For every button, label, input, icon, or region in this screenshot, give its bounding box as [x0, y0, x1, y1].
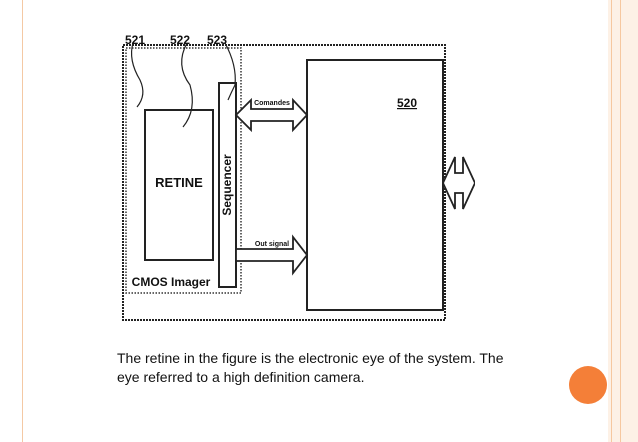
cmos-imager-box — [125, 47, 242, 294]
caption-line-1: The retine in the figure is the electron… — [117, 350, 504, 366]
ref-523: 523 — [207, 33, 227, 47]
orange-circle-decoration — [569, 366, 607, 404]
leader-line-522 — [181, 42, 193, 128]
right-decorative-band — [608, 0, 638, 442]
right-band-line — [611, 0, 612, 442]
sequencer-label: Sequencer — [220, 154, 234, 216]
comandes-label: Comandes — [254, 100, 290, 107]
cmos-imager-label: CMOS Imager — [132, 275, 211, 289]
external-interface-arrow — [442, 156, 476, 210]
ref-521: 521 — [125, 33, 145, 47]
ref-520: 520 — [397, 96, 417, 110]
retine-box — [144, 109, 214, 261]
out-signal-arrow — [235, 234, 309, 276]
block-520-box — [306, 59, 444, 311]
leader-line-523 — [224, 42, 236, 101]
leader-line-521 — [130, 42, 144, 108]
patent-diagram: 521 522 523 520 RETINE Sequencer CMOS Im… — [95, 25, 476, 335]
ref-522: 522 — [170, 33, 190, 47]
caption-line-2: eye referred to a high definition camera… — [117, 369, 365, 385]
right-band-line — [620, 0, 621, 442]
out-signal-label: Out signal — [255, 241, 289, 248]
sequencer-box — [218, 82, 237, 288]
comandes-arrow — [234, 97, 309, 133]
retine-label: RETINE — [155, 175, 203, 190]
caption-text: The retine in the figure is the electron… — [117, 349, 557, 387]
left-border-line — [22, 0, 23, 442]
